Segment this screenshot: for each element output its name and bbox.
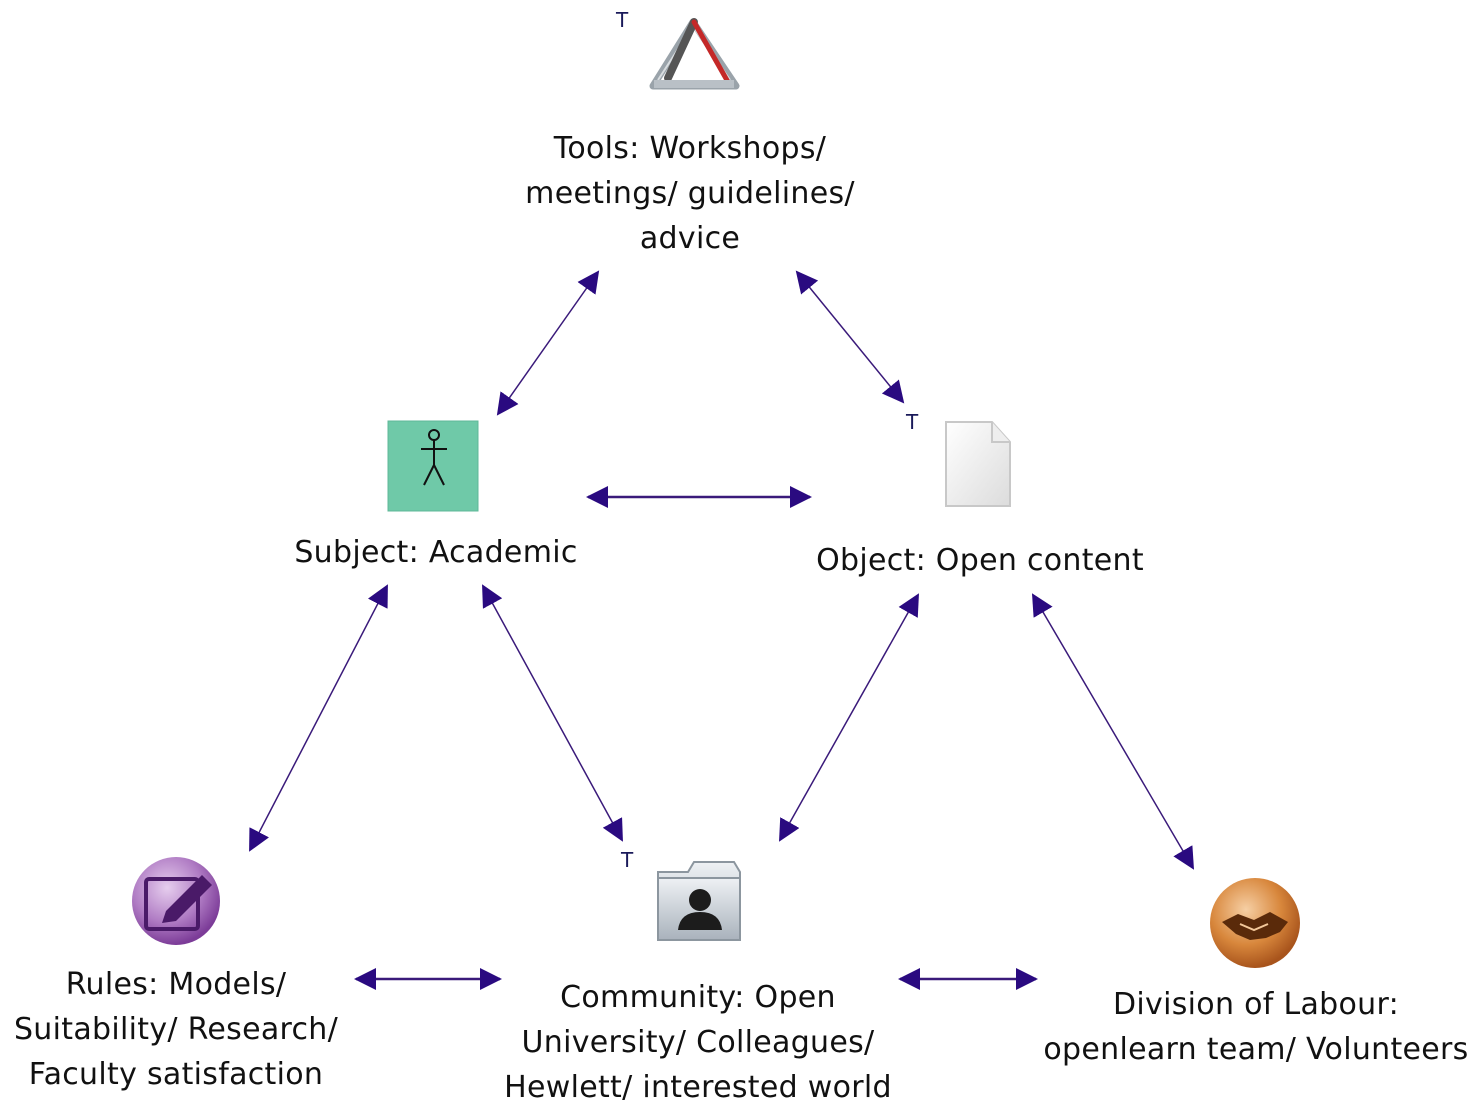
edge-subject-community <box>482 584 623 842</box>
actor-icon <box>387 420 479 512</box>
tools-tag-marker: T <box>616 8 629 32</box>
division-label: Division of Labour: openlearn team/ Volu… <box>1036 982 1476 1072</box>
edge-tools-subject <box>496 270 600 416</box>
document-icon <box>945 421 1011 507</box>
rules-label-line: Rules: Models/ <box>65 967 287 1002</box>
community-label-line: Community: Open <box>560 980 836 1015</box>
community-label-line: University/ Colleagues/ <box>521 1025 875 1060</box>
object-label-line: Object: Open content <box>816 543 1144 578</box>
edge-object-community <box>779 593 919 842</box>
tools-label-line: advice <box>639 221 741 256</box>
edge-object-division <box>1031 593 1195 870</box>
rules-label-line: Suitability/ Research/ <box>13 1012 339 1047</box>
community-label: Community: Open University/ Colleagues/ … <box>488 975 908 1110</box>
edit-pen-icon <box>132 857 220 945</box>
division-label-line: Division of Labour: <box>1113 987 1399 1022</box>
edges <box>249 270 1195 990</box>
handshake-icon <box>1210 878 1300 968</box>
tools-label: Tools: Workshops/ meetings/ guidelines/ … <box>490 126 890 261</box>
community-label-line: Hewlett/ interested world <box>504 1070 892 1105</box>
edge-tools-object <box>795 270 905 404</box>
subject-label: Subject: Academic <box>256 530 616 575</box>
user-folder-icon <box>657 861 741 941</box>
object-tag-marker: T <box>906 410 919 434</box>
subject-label-line: Subject: Academic <box>294 535 578 570</box>
edge-subject-rules <box>249 584 388 852</box>
tools-label-line: Tools: Workshops/ <box>553 131 827 166</box>
division-label-line: openlearn team/ Volunteers <box>1043 1032 1469 1067</box>
community-tag-marker: T <box>621 848 634 872</box>
object-label: Object: Open content <box>780 538 1180 583</box>
rules-label-line: Faculty satisfaction <box>28 1057 324 1092</box>
tools-label-line: meetings/ guidelines/ <box>525 176 855 211</box>
drafting-tools-icon <box>649 18 740 90</box>
rules-label: Rules: Models/ Suitability/ Research/ Fa… <box>0 962 352 1097</box>
